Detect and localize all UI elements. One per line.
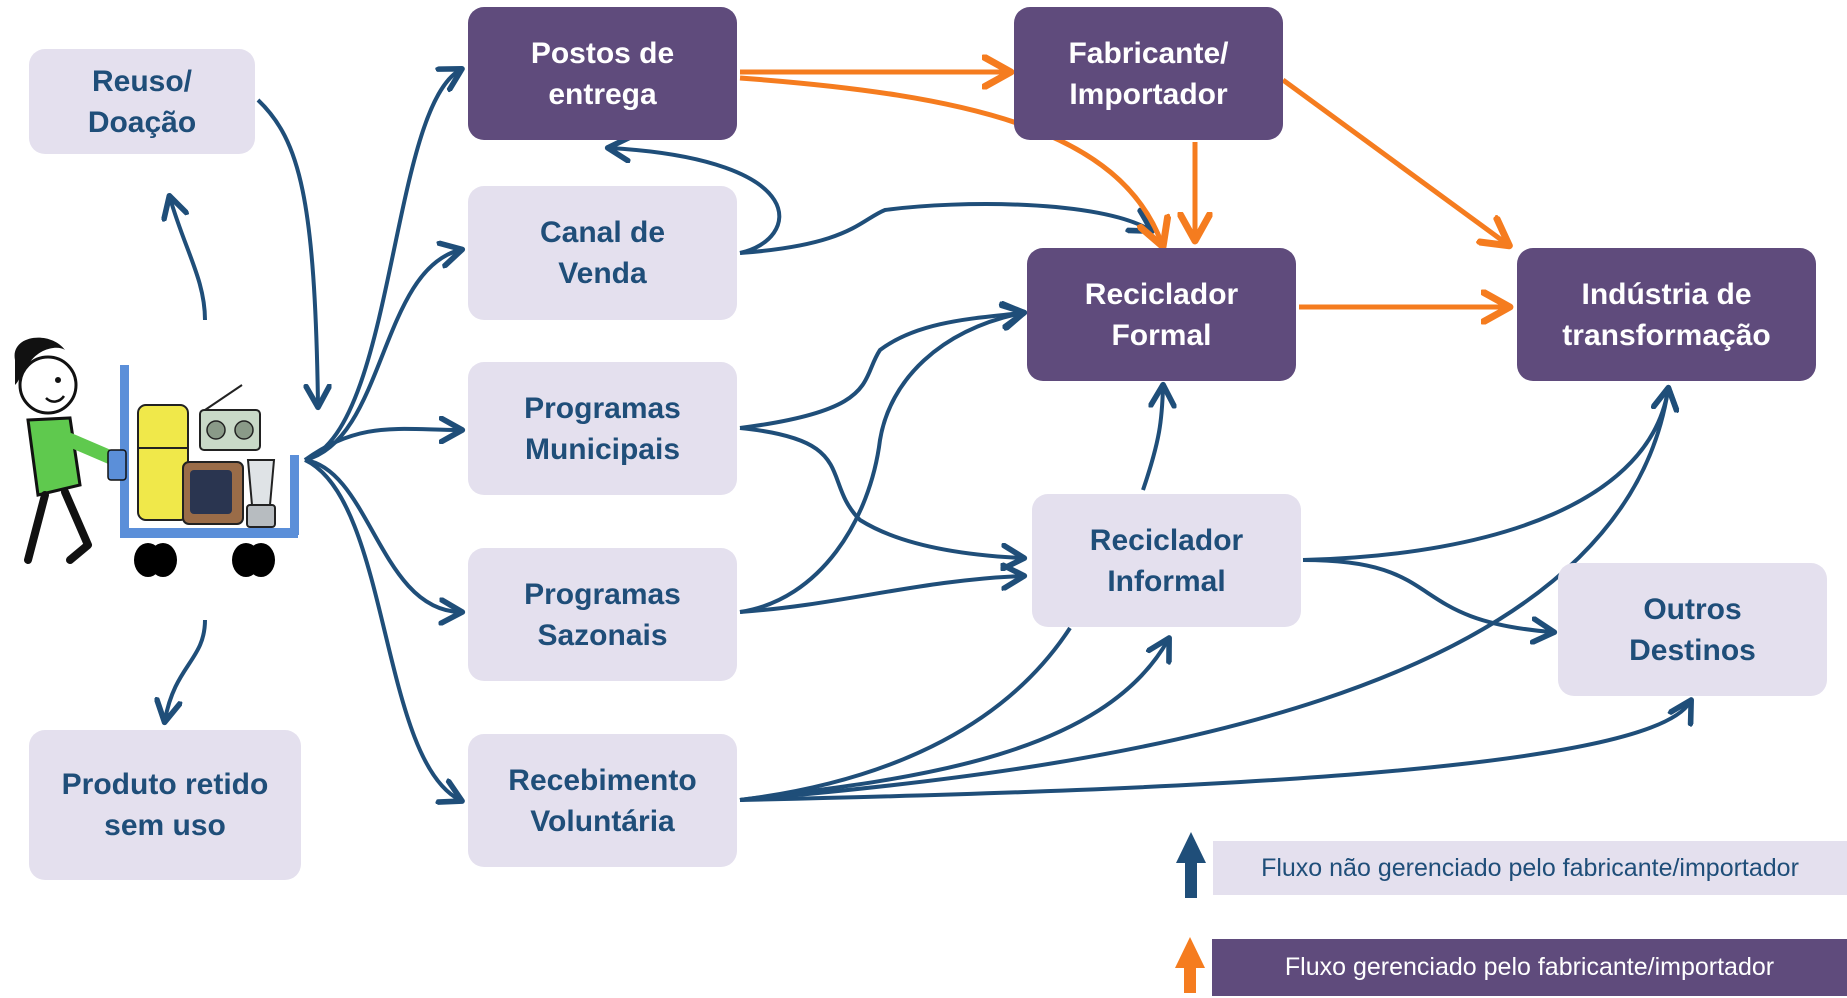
- node-produto-retido: Produto retido sem uso: [29, 730, 301, 880]
- legend-blue-arrow-icon: [1176, 832, 1206, 898]
- arrow-informal-to-outros: [1302, 558, 1552, 632]
- arrow-person-to-recebimento: [304, 458, 460, 800]
- arrow-municipais-to-reciclador-formal: [739, 313, 1022, 430]
- arrow-recebimento-to-outros: [739, 702, 1690, 802]
- node-recebimento-voluntaria: Recebimento Voluntária: [468, 734, 737, 867]
- node-postos-de-entrega: Postos de entrega: [468, 7, 737, 140]
- arrow-person-to-retido: [165, 619, 207, 720]
- legend-unmanaged-flow: Fluxo não gerenciado pelo fabricante/imp…: [1213, 841, 1847, 895]
- managed-flow-arrows: [739, 72, 1507, 307]
- arrow-informal-to-industria: [1302, 390, 1668, 562]
- node-programas-sazonais: Programas Sazonais: [468, 548, 737, 681]
- arrow-informal-to-formal: [1141, 387, 1163, 491]
- arrow-canal-to-postos: [610, 148, 782, 255]
- arrow-reuso-to-person: [256, 98, 318, 405]
- arrow-recebimento-to-industria: [739, 390, 1668, 802]
- arrow-municipais-to-reciclador-informal: [739, 426, 1022, 558]
- legend-orange-arrow-icon: [1175, 937, 1205, 993]
- node-fabricante-importador: Fabricante/ Importador: [1014, 7, 1283, 140]
- legend-managed-flow: Fluxo gerenciado pelo fabricante/importa…: [1212, 939, 1847, 996]
- arrow-recebimento-to-reciclador-informal-2: [739, 640, 1168, 802]
- arrow-fabricante-to-industria: [1281, 77, 1507, 244]
- arrow-recebimento-to-reciclador-informal: [739, 626, 1072, 802]
- node-reciclador-formal: Reciclador Formal: [1027, 248, 1296, 381]
- node-canal-de-venda: Canal de Venda: [468, 186, 737, 320]
- arrow-sazonais-to-reciclador-formal: [739, 313, 1022, 614]
- node-reuso-doacao: Reuso/ Doação: [29, 49, 255, 154]
- arrow-person-to-reuso: [170, 198, 207, 321]
- arrow-person-to-postos: [304, 70, 460, 462]
- arrow-sazonais-to-reciclador-informal: [739, 576, 1022, 614]
- node-programas-municipais: Programas Municipais: [468, 362, 737, 495]
- arrow-person-to-municipais: [303, 429, 460, 462]
- arrow-canal-to-reciclador-formal: [739, 202, 1150, 255]
- unmanaged-flow-arrows: [165, 70, 1690, 800]
- node-industria-de-transformacao: Indústria de transformação: [1517, 248, 1816, 381]
- node-reciclador-informal: Reciclador Informal: [1032, 494, 1301, 627]
- person-with-cart-illustration: [14, 337, 299, 577]
- arrow-person-to-sazonais: [304, 458, 460, 612]
- node-outros-destinos: Outros Destinos: [1558, 563, 1827, 696]
